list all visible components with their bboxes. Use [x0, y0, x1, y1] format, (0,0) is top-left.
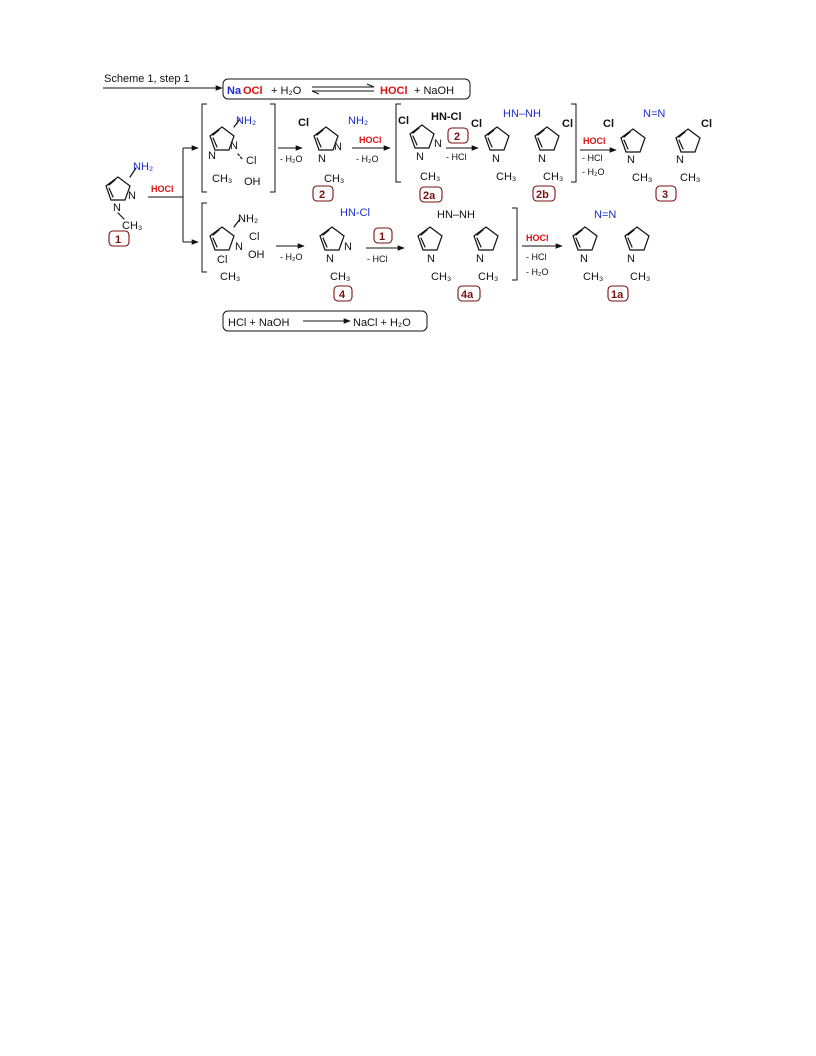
svg-text:2a: 2a	[423, 190, 436, 202]
svg-text:HN–NH: HN–NH	[437, 209, 475, 221]
svg-text:HN–NH: HN–NH	[503, 108, 541, 120]
svg-text:N: N	[676, 154, 684, 166]
svg-text:- H₂O: - H₂O	[526, 267, 549, 277]
scheme-header: Scheme 1, step 1 Na OCl + H₂O HOCl + NaO…	[103, 73, 471, 100]
svg-text:HN-Cl: HN-Cl	[340, 207, 370, 219]
svg-text:Cl: Cl	[603, 118, 614, 130]
svg-text:N: N	[113, 202, 121, 214]
svg-text:HOCl: HOCl	[526, 233, 549, 243]
svg-text:CH₃: CH₃	[330, 271, 350, 283]
svg-text:Cl: Cl	[217, 254, 227, 266]
svg-text:Cl: Cl	[471, 118, 482, 130]
svg-text:Cl: Cl	[246, 155, 256, 167]
hocl-product: HOCl	[380, 85, 408, 97]
svg-text:1: 1	[379, 231, 385, 243]
svg-text:N: N	[344, 241, 352, 253]
svg-text:- HCl: - HCl	[582, 153, 603, 163]
equilibrium-arrow-forward-head	[366, 83, 375, 88]
svg-text:- HCl: - HCl	[446, 152, 467, 162]
svg-text:Cl: Cl	[562, 118, 573, 130]
svg-text:N: N	[318, 153, 326, 165]
svg-text:CH₃: CH₃	[212, 173, 232, 185]
svg-text:1: 1	[115, 234, 121, 246]
svg-text:CH₃: CH₃	[420, 171, 440, 183]
svg-text:HOCl: HOCl	[151, 184, 174, 194]
svg-text:N: N	[208, 150, 216, 162]
svg-text:Cl: Cl	[398, 115, 409, 127]
svg-text:N=N: N=N	[594, 209, 616, 221]
sodium-label: Na	[227, 85, 242, 97]
svg-text:- HCl: - HCl	[367, 254, 388, 264]
svg-text:HOCl: HOCl	[583, 136, 606, 146]
svg-text:N: N	[334, 141, 342, 153]
svg-text:N=N: N=N	[643, 108, 665, 120]
svg-text:HOCl: HOCl	[359, 135, 382, 145]
svg-text:N: N	[580, 253, 588, 265]
svg-text:N: N	[235, 241, 243, 253]
svg-text:N: N	[627, 253, 635, 265]
svg-text:1a: 1a	[611, 289, 624, 301]
naoh-product: + NaOH	[414, 85, 454, 97]
svg-text:N: N	[416, 151, 424, 163]
svg-text:CH₃: CH₃	[431, 271, 451, 283]
svg-text:OH: OH	[248, 249, 265, 261]
equilibrium-arrow-back-head	[311, 90, 320, 95]
svg-text:- HCl: - HCl	[526, 252, 547, 262]
compound-1-structure: NH₂ N N CH₃ 1	[105, 161, 153, 247]
svg-text:NH₂: NH₂	[236, 115, 256, 127]
svg-text:CH₃: CH₃	[478, 271, 498, 283]
svg-text:HCl + NaOH: HCl + NaOH	[228, 317, 289, 329]
branch-arrows: HOCl	[148, 145, 199, 245]
svg-text:4a: 4a	[461, 289, 474, 301]
svg-text:CH₃: CH₃	[680, 172, 700, 184]
water-reactant: + H₂O	[271, 85, 302, 97]
svg-text:CH₃: CH₃	[543, 171, 563, 183]
svg-text:N: N	[627, 154, 635, 166]
svg-text:N: N	[230, 140, 238, 152]
svg-text:NH₂: NH₂	[238, 213, 258, 225]
svg-text:OH: OH	[244, 176, 261, 188]
svg-text:N: N	[427, 253, 435, 265]
svg-text:N: N	[326, 253, 334, 265]
svg-text:CH₃: CH₃	[324, 173, 344, 185]
hypochlorite-equilibrium-box	[222, 78, 471, 100]
svg-text:Cl: Cl	[298, 117, 309, 129]
svg-text:N: N	[492, 153, 500, 165]
svg-text:NH₂: NH₂	[133, 161, 153, 173]
svg-text:CH₃: CH₃	[122, 220, 142, 232]
svg-text:N: N	[538, 153, 546, 165]
svg-text:2b: 2b	[536, 189, 549, 201]
svg-text:- H₂O: - H₂O	[582, 167, 605, 177]
svg-text:N: N	[476, 253, 484, 265]
upper-pathway: NH₂ N N CH₃ Cl OH - H₂O Cl NH₂ N N CH₃ 2…	[201, 103, 712, 203]
svg-text:CH₃: CH₃	[496, 171, 516, 183]
lower-pathway: NH₂ N Cl Cl OH CH₃ - H₂O HN-Cl N N CH₃ 4…	[201, 202, 650, 302]
svg-text:- H₂O: - H₂O	[280, 154, 303, 164]
svg-text:3: 3	[662, 189, 668, 201]
svg-text:N: N	[128, 190, 136, 202]
hypochlorite-label: OCl	[243, 85, 263, 97]
svg-text:HN-Cl: HN-Cl	[431, 111, 462, 123]
svg-text:NH₂: NH₂	[348, 115, 368, 127]
neutralization-equation: HCl + NaOH NaCl + H₂O	[222, 310, 428, 332]
svg-text:Cl: Cl	[249, 231, 259, 243]
svg-text:4: 4	[339, 289, 346, 301]
svg-text:2: 2	[319, 189, 325, 201]
svg-text:Cl: Cl	[701, 118, 712, 130]
svg-text:N: N	[434, 138, 442, 150]
svg-text:CH₃: CH₃	[630, 271, 650, 283]
scheme-caption: Scheme 1, step 1	[104, 73, 190, 85]
svg-text:CH₃: CH₃	[583, 271, 603, 283]
svg-text:CH₃: CH₃	[220, 271, 240, 283]
svg-text:- H₂O: - H₂O	[280, 252, 303, 262]
svg-text:CH₃: CH₃	[632, 172, 652, 184]
svg-text:NaCl + H₂O: NaCl + H₂O	[353, 317, 411, 329]
svg-text:- H₂O: - H₂O	[356, 154, 379, 164]
svg-text:2: 2	[454, 131, 460, 143]
